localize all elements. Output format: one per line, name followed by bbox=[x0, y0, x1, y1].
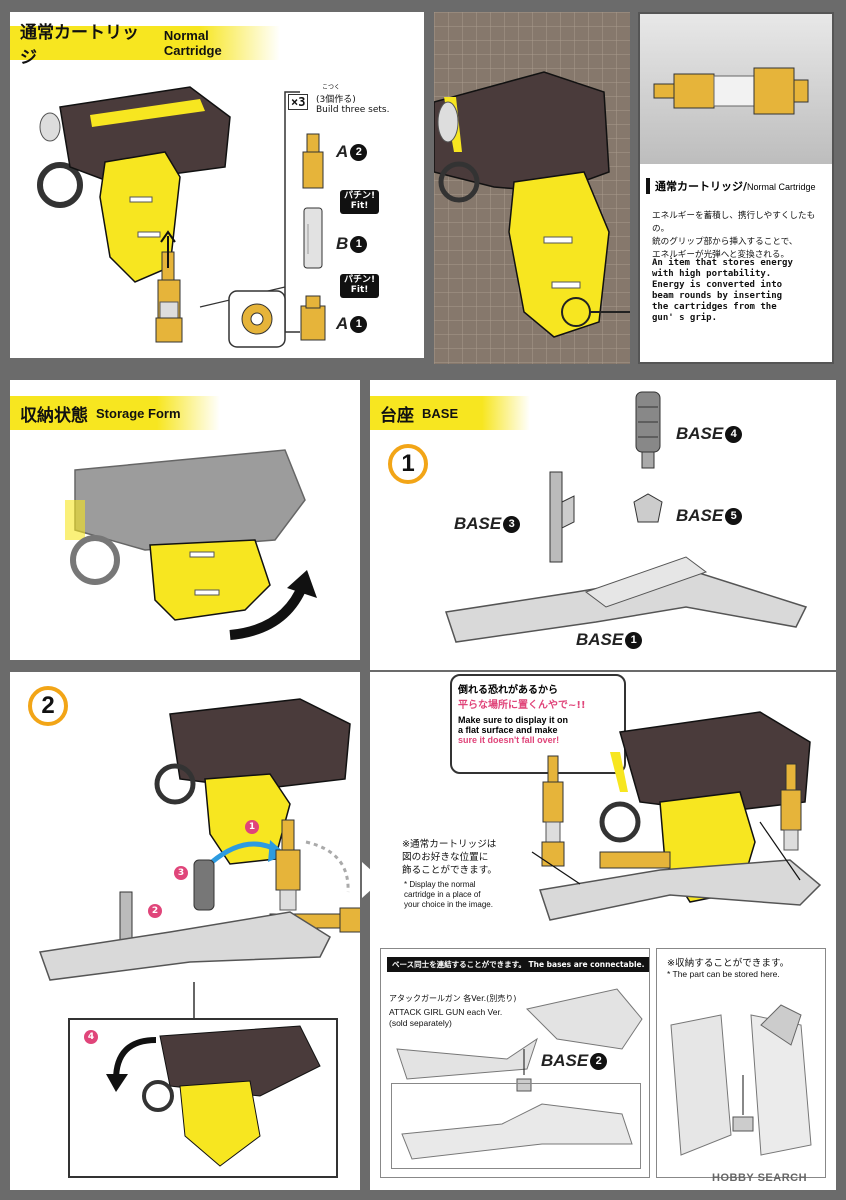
build-multiplier: ×3 bbox=[288, 94, 309, 110]
build-en: Build three sets. bbox=[316, 105, 390, 115]
base-3-part bbox=[549, 471, 575, 563]
cartridge-panel: 通常カートリッジ Normal Cartridge ×3 こつく (3個作る) … bbox=[10, 12, 424, 358]
fit-badge-2: パチン! Fit! bbox=[340, 274, 380, 298]
connect-sub-box bbox=[391, 1083, 641, 1169]
step-marker-3: 3 bbox=[174, 866, 188, 880]
connect-title: ベース同士を連結することができます。 The bases are connect… bbox=[387, 957, 650, 972]
storable-box: ※収納することができます。 * The part can be stored h… bbox=[656, 948, 826, 1178]
connect-product-en: ATTACK GIRL GUN each Ver. (sold separate… bbox=[389, 1007, 503, 1028]
info-cartridge-illustration bbox=[653, 67, 809, 115]
warning-en-1: Make sure to display it on bbox=[458, 715, 569, 725]
part-a2 bbox=[302, 133, 324, 189]
warning-jp-2: 平らな場所に置くんやで~!! bbox=[458, 700, 586, 711]
build-jp: (3個作る) bbox=[316, 95, 356, 105]
storage-title-jp: 収納状態 bbox=[20, 405, 88, 426]
display-pointer-lines bbox=[531, 821, 801, 885]
base-4-part bbox=[635, 391, 661, 469]
step2-dotted-arrow bbox=[305, 840, 350, 893]
cartridge-title-en: Normal Cartridge bbox=[163, 28, 222, 58]
display-base-illustration bbox=[539, 859, 822, 921]
step-1-circle: 1 bbox=[388, 444, 428, 484]
warning-jp-1: 倒れる恐れがあるから bbox=[458, 685, 558, 696]
connect-sub-illustration bbox=[401, 1103, 633, 1160]
base-header: 台座 BASE bbox=[370, 396, 530, 430]
base-title-en: BASE bbox=[422, 405, 459, 421]
step2-zoom-box: 4 bbox=[68, 1018, 338, 1178]
cartridge-title-jp: 通常カートリッジ bbox=[20, 23, 139, 68]
zoom-gun-illustration bbox=[434, 71, 630, 338]
step2-base5-part bbox=[193, 859, 215, 911]
base-5-part bbox=[633, 493, 663, 523]
watermark: HOBBY SEARCH bbox=[712, 1172, 808, 1184]
display-panel: 倒れる恐れがあるから 平らな場所に置くんやで~!! Make sure to d… bbox=[370, 672, 836, 1190]
base-title-jp: 台座 bbox=[380, 405, 414, 426]
display-note-en: * Display the normal cartridge in a plac… bbox=[404, 880, 493, 909]
storage-header: 収納状態 Storage Form bbox=[10, 396, 220, 430]
warning-en-2: a flat surface and make bbox=[458, 725, 558, 735]
build-bracket bbox=[199, 91, 300, 333]
step-2-circle: 2 bbox=[28, 686, 68, 726]
info-card-title: 通常カートリッジ/Normal Cartridge bbox=[646, 178, 826, 194]
warning-en-3: sure it doesn't fall over! bbox=[458, 735, 560, 745]
fit-badge-1: パチン! Fit! bbox=[340, 190, 380, 214]
connect-product-jp: アタックガールガン 各Ver.(別売り) bbox=[389, 994, 517, 1003]
step2-panel: 2 1 3 2 4 bbox=[10, 672, 360, 1190]
display-note-jp: ※通常カートリッジは 図のお好きな位置に 飾ることができます。 bbox=[402, 839, 497, 876]
step2-zoom-line bbox=[193, 982, 195, 1020]
step2-zoom-gun bbox=[142, 1025, 321, 1167]
storage-title-en: Storage Form bbox=[96, 405, 181, 421]
cartridge-header: 通常カートリッジ Normal Cartridge bbox=[10, 23, 280, 68]
storable-en: * The part can be stored here. bbox=[667, 969, 780, 979]
storage-panel: 収納状態 Storage Form bbox=[10, 380, 360, 660]
info-title-en: Normal Cartridge bbox=[747, 182, 816, 192]
base-1-part bbox=[445, 556, 808, 643]
insert-arrow bbox=[160, 230, 176, 268]
storable-illustration bbox=[670, 1004, 812, 1156]
connect-base-illustration bbox=[396, 988, 643, 1092]
info-title-jp: 通常カートリッジ bbox=[655, 180, 743, 193]
cartridge-small bbox=[155, 251, 183, 343]
step2-base-illustration bbox=[38, 891, 331, 981]
step-marker-4: 4 bbox=[84, 1030, 98, 1044]
gun-illustration bbox=[37, 86, 231, 283]
step-marker-1: 1 bbox=[245, 820, 259, 834]
connect-box: ベース同士を連結することができます。 The bases are connect… bbox=[380, 948, 650, 1178]
step2-cartridge bbox=[275, 819, 301, 911]
build-furigana: こつく bbox=[322, 84, 341, 91]
info-desc-en: An item that stores energy with high por… bbox=[652, 258, 793, 323]
warning-bubble: 倒れる恐れがあるから 平らな場所に置くんやで~!! Make sure to d… bbox=[450, 674, 626, 774]
step-marker-2: 2 bbox=[148, 904, 162, 918]
display-cartridge-right bbox=[780, 763, 802, 851]
zoom-panel bbox=[434, 12, 630, 364]
ring-detail bbox=[228, 290, 286, 348]
info-title-sep: / bbox=[743, 180, 748, 193]
step2-rotate-arrow bbox=[106, 1037, 157, 1092]
step2-gun-illustration bbox=[154, 698, 351, 865]
info-desc-jp: エネルギーを蓄積し、携行しやすくしたもの。 銃のグリップ部から挿入することで、 … bbox=[652, 211, 816, 260]
part-a1 bbox=[300, 295, 326, 341]
storable-jp: ※収納することができます。 bbox=[667, 958, 790, 969]
storage-gun-illustration bbox=[65, 449, 306, 621]
part-b1 bbox=[303, 207, 323, 269]
storage-rotate-arrow bbox=[229, 570, 317, 640]
info-card: 通常カートリッジ/Normal Cartridge エネルギーを蓄積し、携行しや… bbox=[638, 12, 834, 364]
